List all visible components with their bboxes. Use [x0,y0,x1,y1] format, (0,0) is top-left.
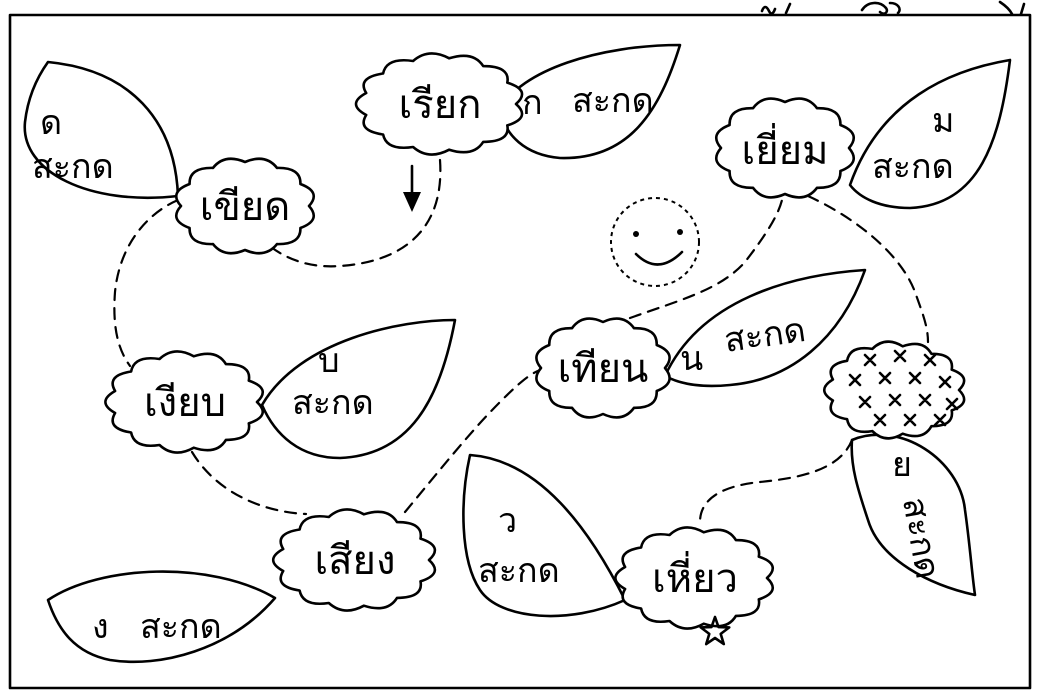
cloud-ngiap: เงียบ [104,350,265,454]
cloud-word: เงียบ [144,380,226,426]
cloud-hiao: เหี่ยว [614,526,775,630]
cloud-shape [714,97,856,199]
leaf-letter: ม [932,101,954,141]
leaf-ng: ง สะกด [46,570,277,664]
leaf-shape [260,318,457,460]
cloud-word: เรียก [399,82,482,128]
cloud-word: เหี่ยว [652,551,738,602]
cloud-shape [614,526,775,630]
leaf-m: ม สะกด [848,58,1012,210]
cloud-siang: เสียง [271,508,437,612]
leaf-letter: ง [92,607,109,647]
leaf-shape [23,60,180,200]
down-arrow-icon [403,164,421,212]
trail-segment [628,198,784,320]
leaf-letter: น [680,339,703,379]
corner-scribble [760,0,1026,16]
leaf-label: สะกด [140,607,222,647]
cloud-thian: เทียน [535,317,671,419]
trail-segment [260,158,442,268]
trail-segment [698,438,854,524]
trail-segment [403,368,542,514]
leaf-shape [848,58,1012,210]
leaf-shape [663,268,867,388]
leaf-letter: บ [318,341,340,381]
leaf-d: ด สะกด [23,60,180,200]
leaf-label: สะกด [478,551,560,591]
leaf-shape [850,433,977,597]
leaf-shape [46,570,277,664]
leaf-shape [462,453,627,618]
leaf-letter: ก [522,83,543,123]
cloud-word: เขียด [200,184,290,230]
cloud-riak: เรียก [354,52,524,156]
cloud-word: เทียน [558,346,649,392]
leaf-k: ก สะกด [498,43,682,160]
cloud-word: เสียง [314,538,395,584]
leaf-label: สะกด [572,81,654,121]
leaf-y: ย สะกด [850,433,977,597]
trail-segment [806,194,930,344]
leaf-letter: ว [498,501,517,541]
leaf-letter: ด [40,103,62,143]
cloud-shape [104,350,265,454]
smiley-face-icon [610,197,700,287]
cloud-shape [174,157,316,255]
trail-segment [190,450,308,516]
cloud-shape [354,52,524,156]
leaf-n: น สะกด [663,268,867,388]
leaf-shape [498,43,682,160]
cloud-crossed [822,340,966,440]
leaf-w: ว สะกด [462,453,627,618]
leaf-label: สะกด [32,147,114,187]
x-marks [848,349,959,427]
dashed-trail [113,158,930,524]
trail-segment [113,198,180,368]
worksheet-border [8,13,1032,690]
leaf-label: สะกด [292,383,374,423]
cloud-shape [271,508,437,612]
cloud-shape [822,340,966,440]
cloud-shape [535,317,671,419]
leaf-label: สะกด [872,147,954,187]
leaf-letter: ย [892,445,912,485]
cloud-word: เยี่ยม [742,123,829,174]
leaf-b: บ สะกด [260,318,457,460]
cloud-khiat: เขียด [174,157,316,255]
star-icon [699,615,731,646]
cloud-yiam: เยี่ยม [714,97,856,199]
